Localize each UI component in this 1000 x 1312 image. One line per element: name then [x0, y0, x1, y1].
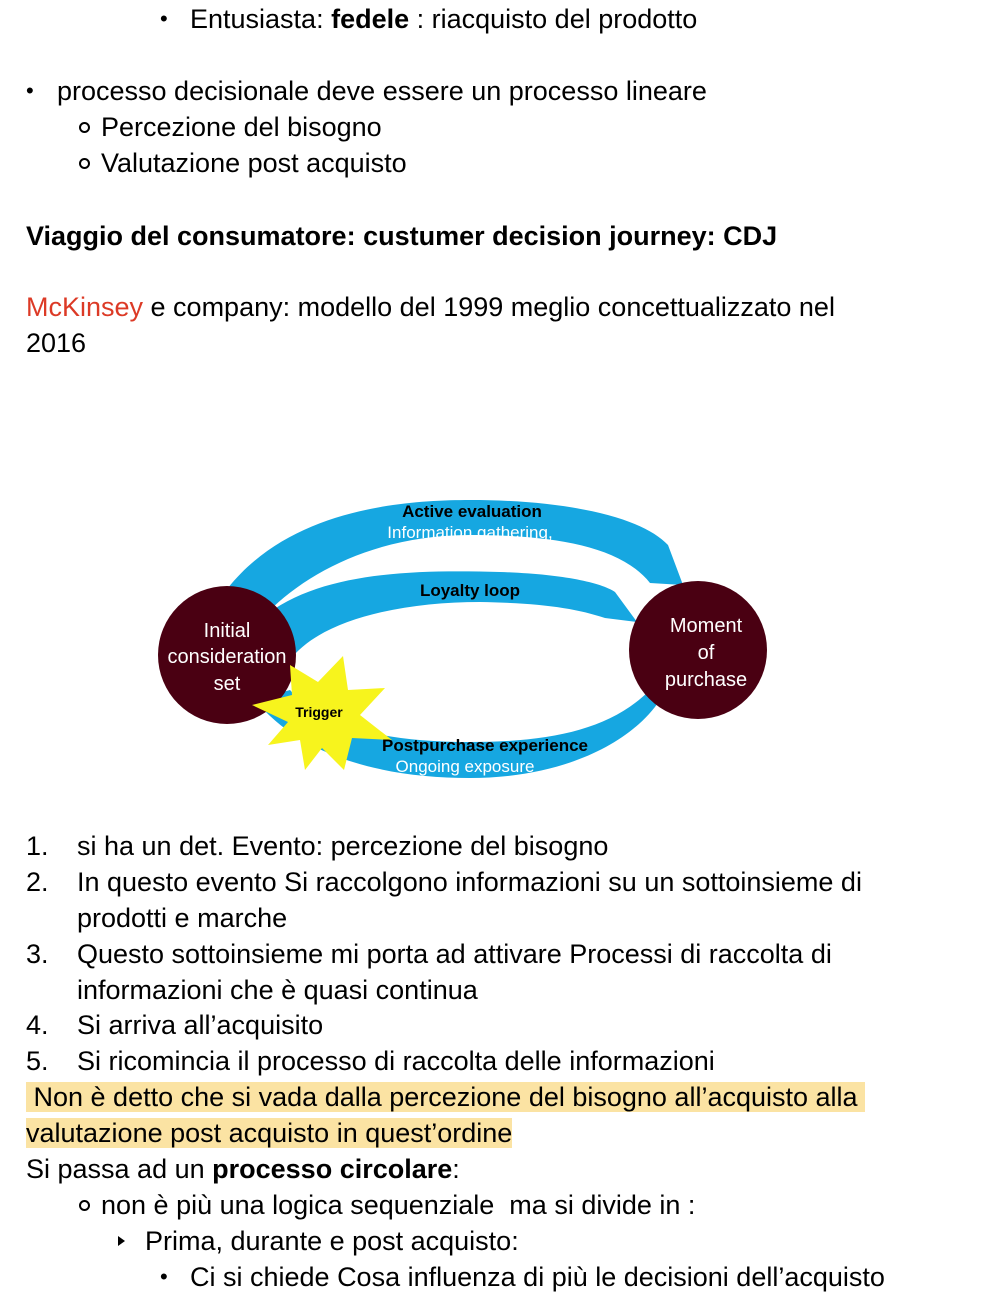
loyalty-loop-label: Loyalty loop: [420, 581, 520, 600]
text: processo decisionale deve essere un proc…: [57, 76, 707, 106]
bullet-circle: [79, 1200, 90, 1211]
bold-text: processo circolare: [212, 1154, 453, 1184]
active-evaluation-label: Active evaluation: [402, 502, 542, 521]
postpurchase-arc: [255, 690, 660, 778]
text: Percezione del bisogno: [101, 112, 382, 142]
moment-label-1: Moment: [670, 615, 743, 637]
bullet-dot: •: [26, 78, 34, 103]
section-heading: Viaggio del consumatore: custumer decisi…: [26, 221, 778, 251]
initial-consideration-circle: [158, 586, 296, 724]
text: :: [452, 1154, 460, 1184]
initial-label-1: Initial: [204, 620, 251, 642]
text: Si passa ad un: [26, 1154, 213, 1184]
highlight-line-1: Non è detto che si vada dalla percezione…: [26, 1080, 866, 1114]
text: Prima, durante e post acquisto:: [145, 1226, 519, 1256]
active-evaluation-arc: [228, 500, 683, 612]
list-number: 2.: [26, 867, 49, 897]
list-text: Si arriva all’acquisito: [77, 1010, 324, 1040]
list-text: informazioni che è quasi continua: [77, 975, 478, 1005]
bullet-triangle: [118, 1236, 125, 1246]
information-gathering-label: Information gathering,: [387, 523, 552, 542]
bullet-circle: [79, 158, 90, 169]
list-number: 5.: [26, 1046, 49, 1076]
text: e company: modello del 1999 meglio conce…: [143, 292, 835, 322]
list-text: In questo evento Si raccolgono informazi…: [77, 867, 862, 897]
moment-label-2: of: [698, 642, 715, 664]
list-number: 4.: [26, 1010, 49, 1040]
bullet-circle: [79, 122, 90, 133]
postpurchase-label: Postpurchase experience: [382, 736, 588, 755]
list-text: si ha un det. Evento: percezione del bis…: [77, 831, 609, 861]
bullet-dot: •: [160, 6, 168, 31]
list-text: Si ricomincia il processo di raccolta de…: [77, 1046, 715, 1076]
text: Ci si chiede Cosa influenza di più le de…: [190, 1262, 885, 1292]
list-number: 3.: [26, 939, 49, 969]
moment-label-3: purchase: [665, 669, 747, 691]
trigger-label: Trigger: [295, 704, 343, 720]
loyalty-loop-arc: [262, 571, 637, 660]
highlighted-text: valutazione post acquisto in quest’ordin…: [26, 1118, 513, 1148]
highlight-line-2: valutazione post acquisto in quest’ordin…: [26, 1116, 513, 1150]
bold-text: fedele: [331, 4, 410, 34]
moment-of-purchase-circle: [629, 581, 767, 719]
list-number: 1.: [26, 831, 49, 861]
list-text: Questo sottoinsieme mi porta ad attivare…: [77, 939, 832, 969]
text: Entusiasta:: [190, 4, 332, 34]
ongoing-exposure-label: Ongoing exposure: [396, 757, 535, 776]
bullet-dot: •: [160, 1264, 168, 1289]
text: : riacquisto del prodotto: [409, 4, 698, 34]
trigger-star: [252, 656, 392, 770]
initial-label-2: consideration: [168, 646, 287, 668]
list-text: prodotti e marche: [77, 903, 288, 933]
text: Valutazione post acquisto: [101, 148, 407, 178]
red-text: McKinsey: [26, 292, 144, 322]
initial-label-3: set: [214, 673, 241, 695]
text: non è più una logica sequenziale ma si d…: [101, 1190, 696, 1220]
highlighted-text: Non è detto che si vada dalla percezione…: [26, 1082, 866, 1112]
line-mckinsey: McKinsey e company: modello del 1999 meg…: [26, 290, 835, 324]
line-processo-circolare: Si passa ad un processo circolare:: [26, 1152, 460, 1186]
line-year: 2016: [26, 328, 87, 358]
